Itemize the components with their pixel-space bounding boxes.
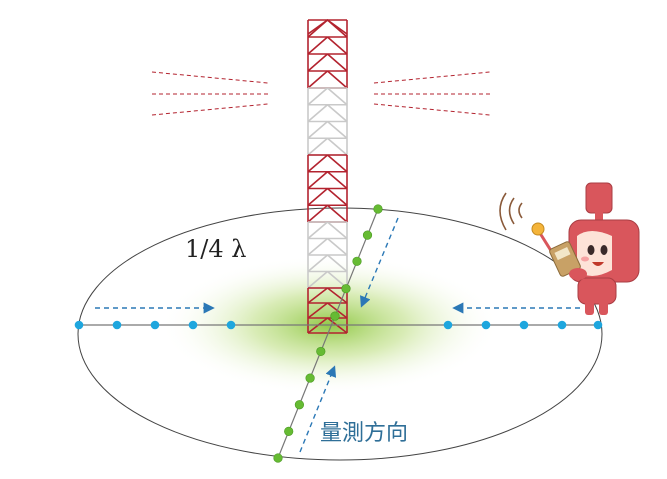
measure-point: [557, 320, 567, 330]
measure-point: [481, 320, 491, 330]
robot-mascot-holding-meter-icon: [499, 182, 640, 315]
measure-point: [316, 346, 326, 357]
measure-point: [443, 320, 453, 330]
measure-direction-label: 量測方向: [320, 421, 408, 446]
tower-section: [307, 19, 348, 89]
measure-point: [373, 204, 383, 214]
diagonal-radial-line: [277, 208, 379, 459]
measure-point: [362, 230, 373, 240]
measure-point: [188, 320, 198, 330]
tower-section: [307, 87, 348, 156]
diagonal-measure-points: [273, 204, 383, 463]
measure-point: [341, 284, 351, 294]
measure-point: [284, 426, 294, 436]
measure-point: [352, 256, 362, 266]
measure-point: [294, 400, 305, 410]
measure-point: [112, 320, 122, 330]
measure-point: [305, 373, 315, 383]
horizontal-measure-points: [74, 320, 603, 330]
measure-point: [150, 320, 160, 330]
measure-point: [273, 453, 283, 463]
arrow-lower-diagonal: [299, 365, 337, 453]
signal-waves-icon: [499, 192, 523, 231]
arrow-upper-diagonal: [360, 217, 399, 308]
measure-point: [226, 320, 236, 330]
radiation-lines-left: [151, 71, 269, 116]
wavelength-label: 1/4 λ: [185, 235, 246, 263]
radiation-lines-right: [373, 71, 491, 116]
measure-point: [519, 320, 529, 330]
measure-point: [593, 320, 603, 330]
measure-point: [74, 320, 84, 330]
antenna-tower: [307, 19, 348, 334]
measure-point: [330, 311, 340, 321]
